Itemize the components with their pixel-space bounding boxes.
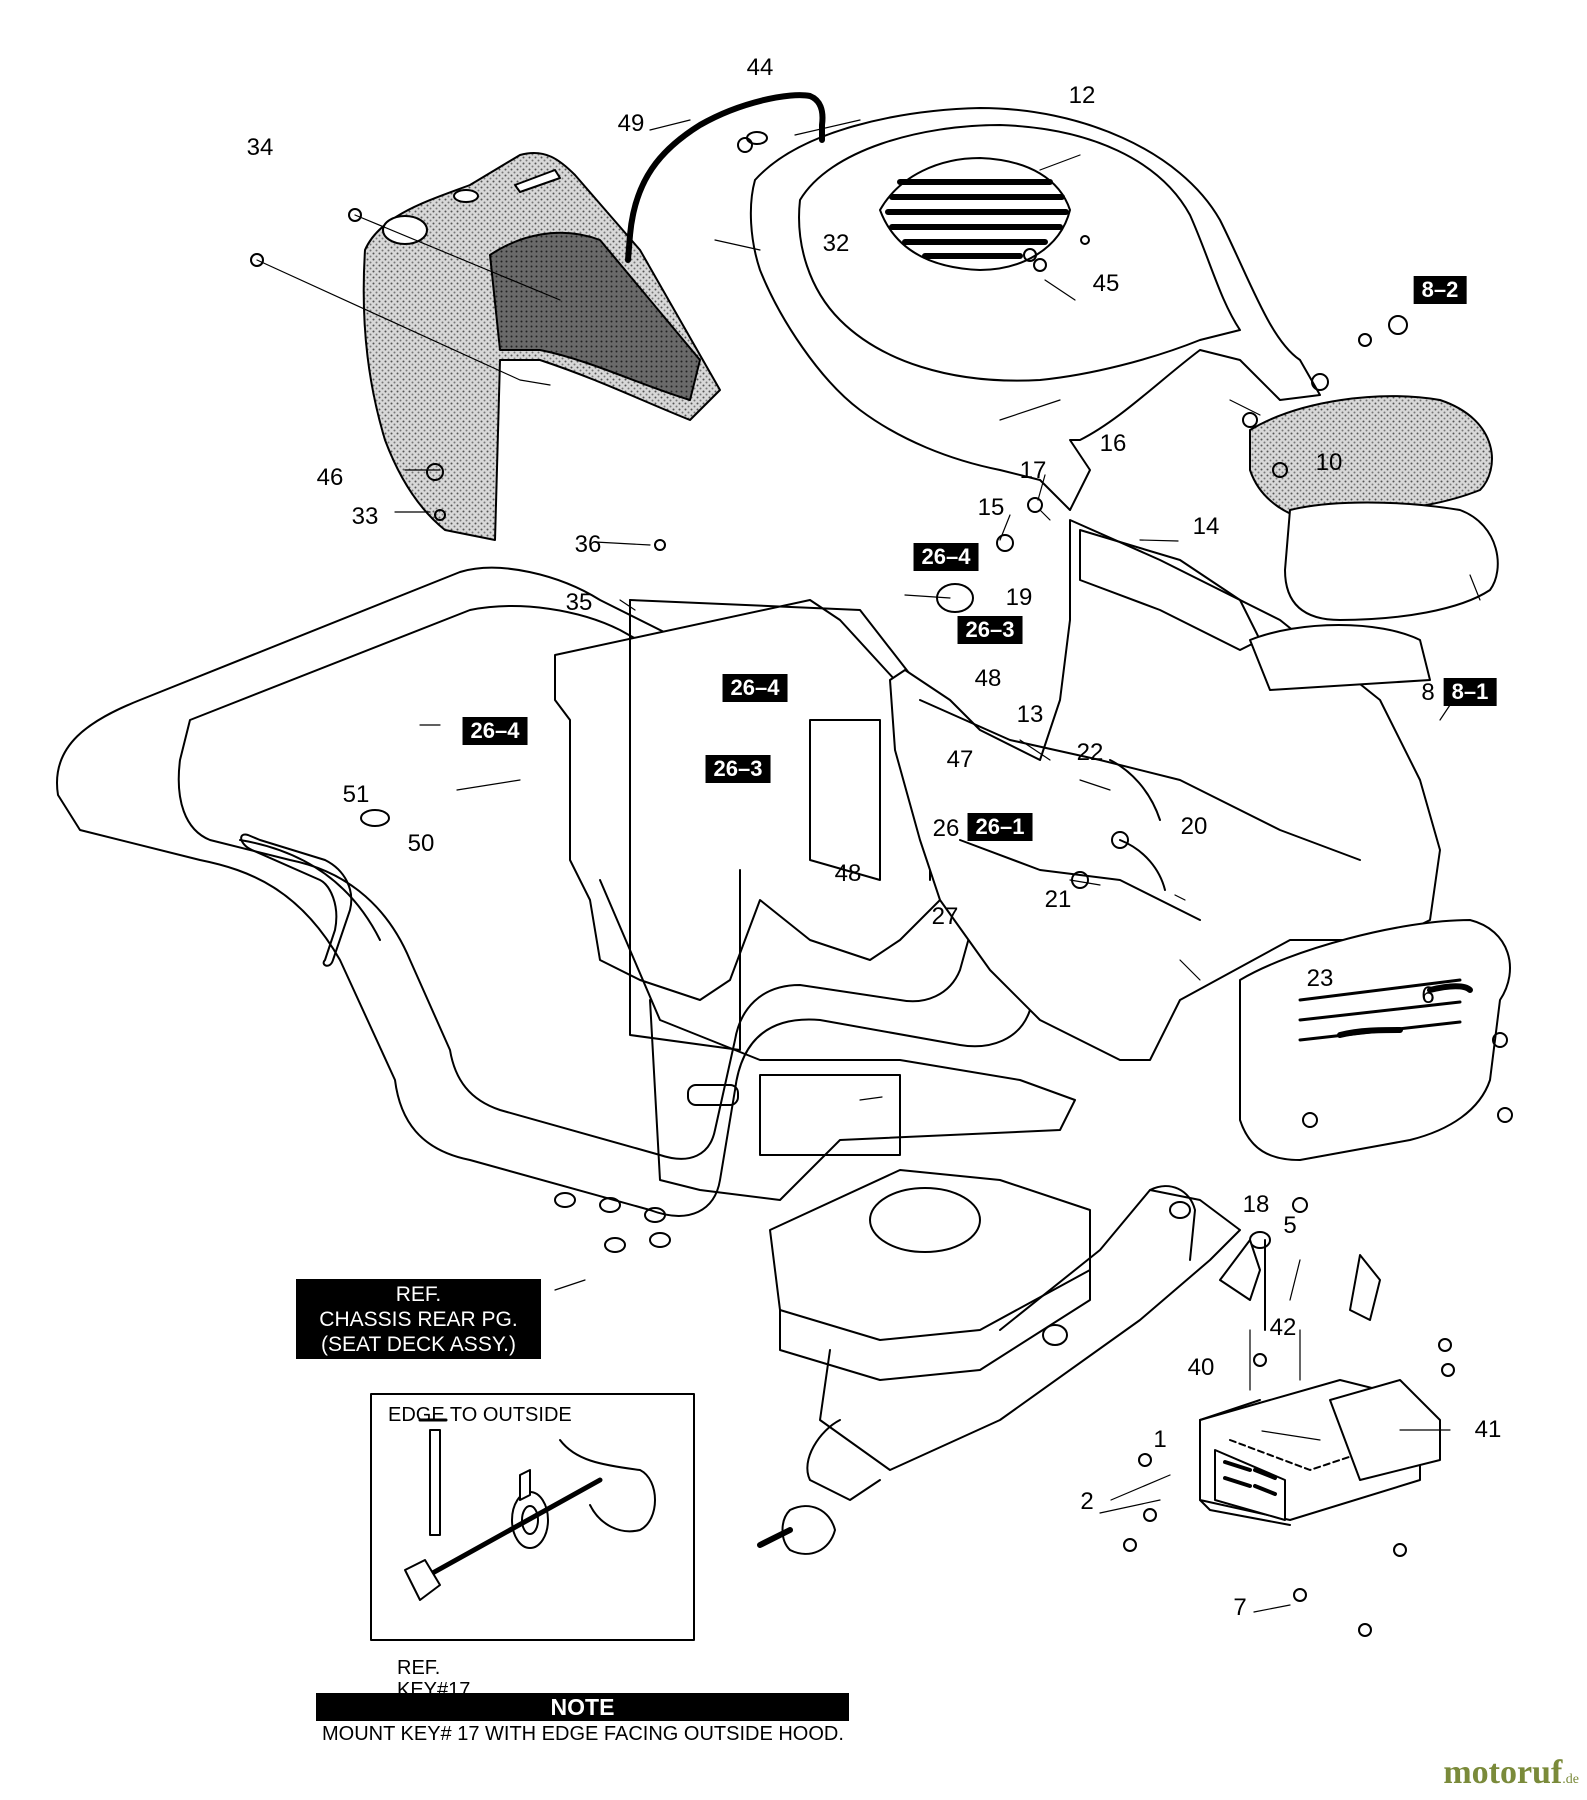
front-linkage	[1219, 1239, 1381, 1331]
callout-33: 33	[351, 503, 379, 530]
callout-5: 5	[1283, 1212, 1297, 1239]
tag-26-3-a: 26–3	[957, 616, 1023, 644]
callout-16: 16	[1099, 430, 1127, 457]
tag-26-1: 26–1	[967, 813, 1033, 841]
callout-1: 1	[1153, 1426, 1167, 1453]
callout-21: 21	[1044, 886, 1072, 913]
tag-26-4-c: 26–4	[462, 717, 528, 745]
tag-8-1: 8–1	[1443, 678, 1497, 706]
callout-14: 14	[1192, 513, 1220, 540]
battery-box	[1199, 1379, 1441, 1526]
detail-title: EDGE TO OUTSIDE	[388, 1404, 572, 1426]
callout-2: 2	[1080, 1488, 1094, 1515]
detail-ref-line-1: REF.	[397, 1657, 441, 1679]
callout-12: 12	[1068, 82, 1096, 109]
watermark-brand: motoruf	[1443, 1754, 1563, 1791]
callout-44: 44	[746, 54, 774, 81]
callout-23: 23	[1306, 965, 1334, 992]
callout-49: 49	[617, 110, 645, 137]
callout-51: 51	[342, 781, 370, 808]
callout-8: 8	[1421, 679, 1435, 706]
fasteners	[250, 137, 1513, 1637]
hood	[749, 107, 1321, 511]
leader-lines	[256, 119, 1481, 1613]
tag-26-3-b: 26–3	[705, 755, 771, 783]
ref-box-line-3: (SEAT DECK ASSY.)	[321, 1333, 516, 1356]
grille-assembly	[1249, 395, 1499, 691]
callout-6: 6	[1421, 982, 1435, 1009]
callout-40: 40	[1187, 1354, 1215, 1381]
callout-47: 47	[946, 746, 974, 773]
callout-15: 15	[977, 494, 1005, 521]
callout-41: 41	[1474, 1416, 1502, 1443]
watermark-tld: .de	[1562, 1772, 1579, 1787]
callout-36: 36	[574, 531, 602, 558]
ref-box-line-2: CHASSIS REAR PG.	[319, 1308, 518, 1331]
watermark-logo: motoruf.de	[1443, 1754, 1579, 1792]
detail-inset	[370, 1393, 695, 1641]
callout-35: 35	[565, 589, 593, 616]
callout-19: 19	[1005, 584, 1033, 611]
callout-20: 20	[1180, 813, 1208, 840]
callout-17: 17	[1019, 457, 1047, 484]
front-nose	[1239, 919, 1511, 1161]
tag-26-4-b: 26–4	[722, 674, 788, 702]
callout-10: 10	[1315, 449, 1343, 476]
note-text: MOUNT KEY# 17 WITH EDGE FACING OUTSIDE H…	[322, 1723, 844, 1745]
callout-48a: 48	[974, 665, 1002, 692]
callout-18: 18	[1242, 1191, 1270, 1218]
callout-7: 7	[1233, 1594, 1247, 1621]
callout-22: 22	[1076, 739, 1104, 766]
callout-48b: 48	[834, 860, 862, 887]
note-header: NOTE	[316, 1693, 849, 1721]
rear-fender	[362, 151, 721, 541]
callout-46: 46	[316, 464, 344, 491]
tag-8-2: 8–2	[1413, 276, 1467, 304]
callout-13: 13	[1016, 701, 1044, 728]
callout-32: 32	[822, 230, 850, 257]
tag-26-4-a: 26–4	[913, 543, 979, 571]
callout-45: 45	[1092, 270, 1120, 297]
ref-box-line-1: REF.	[395, 1283, 442, 1306]
callout-34: 34	[246, 134, 274, 161]
callout-50: 50	[407, 830, 435, 857]
front-axle	[757, 1169, 1271, 1555]
callout-26: 26	[932, 815, 960, 842]
chassis-ref-box: REF. CHASSIS REAR PG. (SEAT DECK ASSY.)	[296, 1279, 541, 1359]
callout-42: 42	[1269, 1314, 1297, 1341]
callout-27: 27	[931, 903, 959, 930]
